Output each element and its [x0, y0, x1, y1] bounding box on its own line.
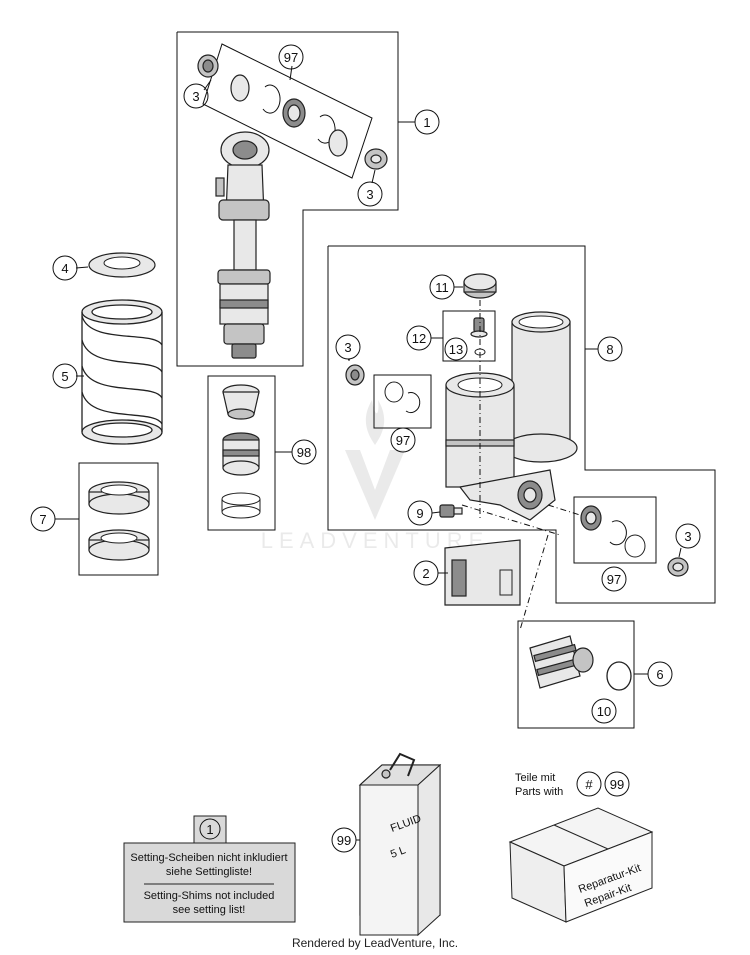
- callout-3c: [335, 334, 361, 360]
- callout-13: [444, 337, 468, 361]
- group-12-frame: [442, 310, 496, 362]
- spring-retainer-part-4: [88, 252, 156, 278]
- group-1-frame: [176, 31, 399, 367]
- callout-10-label: 10: [597, 704, 611, 719]
- callout-98: [291, 439, 317, 465]
- hash-symbol-badge: [576, 771, 602, 797]
- callout-97c: [601, 566, 627, 592]
- callout-12-label: 12: [412, 331, 426, 346]
- seal-part-3b: [364, 148, 388, 170]
- note-ref: 1: [206, 822, 213, 837]
- repair-kit-ref: 99: [610, 777, 624, 792]
- setting-shims-note: 1 Setting-Scheiben nicht inkludiert sieh…: [123, 815, 296, 923]
- callout-98-label: 98: [297, 445, 311, 460]
- note-en-line-2: see setting list!: [173, 904, 246, 916]
- seal-part-3c: [345, 364, 365, 386]
- group-98-frame: [207, 375, 276, 531]
- repair-kit-caption-en: Parts with: [515, 786, 563, 798]
- note-en-line-1: Setting-Shims not included: [144, 890, 275, 902]
- callout-97a-label: 97: [284, 50, 298, 65]
- callout-13-label: 13: [449, 342, 463, 357]
- bleed-screw-part-9: [439, 504, 463, 518]
- callout-1-label: 1: [423, 115, 430, 130]
- callout-11-label: 11: [435, 280, 449, 295]
- repair-kit-caption-de: Teile mit: [515, 772, 555, 784]
- group-97a-frame: [202, 43, 373, 179]
- callout-4-label: 4: [61, 261, 68, 276]
- footer-credit: Rendered by LeadVenture, Inc.: [291, 936, 459, 950]
- callout-6: [647, 661, 673, 687]
- spring-adjuster-nuts-part-7: [88, 481, 150, 561]
- note-ref-badge: [199, 818, 221, 840]
- callout-11: [429, 274, 455, 300]
- callout-10: [591, 698, 617, 724]
- callout-9-label: 9: [416, 506, 423, 521]
- seal-part-3a: [197, 54, 219, 78]
- callout-3b: [357, 181, 383, 207]
- callout-7-label: 7: [39, 512, 46, 527]
- callout-3c-label: 3: [344, 340, 351, 355]
- shock-shaft-assembly: [215, 131, 271, 359]
- reservoir-cap-part-11: [463, 273, 497, 299]
- callout-12: [406, 325, 432, 351]
- group-8-frame: [327, 245, 716, 604]
- callout-97b-label: 97: [396, 433, 410, 448]
- seal-head-kit-part-98: [221, 384, 261, 519]
- callout-3b-label: 3: [366, 187, 373, 202]
- callout-8-label: 8: [606, 342, 613, 357]
- callout-4: [52, 255, 78, 281]
- callout-97b: [390, 427, 416, 453]
- callout-2: [413, 560, 439, 586]
- ring-set-97c: [580, 505, 646, 558]
- note-de-line-1: Setting-Scheiben nicht inkludiert: [130, 852, 287, 864]
- callout-2-label: 2: [422, 566, 429, 581]
- callout-6-label: 6: [656, 667, 663, 682]
- callout-3d-label: 3: [684, 529, 691, 544]
- repair-kit-box: Reparatur-Kit Repair-Kit: [508, 807, 654, 923]
- ring-set-97a: [230, 74, 348, 157]
- note-de-line-2: siehe Settingliste!: [166, 866, 252, 878]
- callout-97c-label: 97: [607, 572, 621, 587]
- compression-adjuster-part-6: [529, 635, 632, 691]
- callout-8: [597, 336, 623, 362]
- group-97c-frame: [573, 496, 657, 564]
- callout-3d: [675, 523, 701, 549]
- callout-99-label: 99: [337, 833, 351, 848]
- hash-symbol: #: [585, 777, 593, 792]
- callout-9: [407, 500, 433, 526]
- callout-7: [30, 506, 56, 532]
- callout-3a-label: 3: [192, 89, 199, 104]
- fluid-can-part-99: FLUID 5 L: [358, 752, 442, 937]
- repair-kit-ref-badge: [604, 771, 630, 797]
- fluid-can-label-2: 5 L: [389, 844, 407, 861]
- callout-1: [414, 109, 440, 135]
- callout-97a: [278, 44, 304, 70]
- callout-5-label: 5: [61, 369, 68, 384]
- callout-5: [52, 363, 78, 389]
- label-sticker-part-2: [444, 539, 521, 606]
- spring-part-5: [81, 299, 163, 445]
- callout-3a: [183, 83, 209, 109]
- callout-99: [331, 827, 357, 853]
- ring-set-97b: [384, 381, 421, 413]
- seal-part-3d: [667, 557, 689, 577]
- valve-part-13: [470, 317, 488, 356]
